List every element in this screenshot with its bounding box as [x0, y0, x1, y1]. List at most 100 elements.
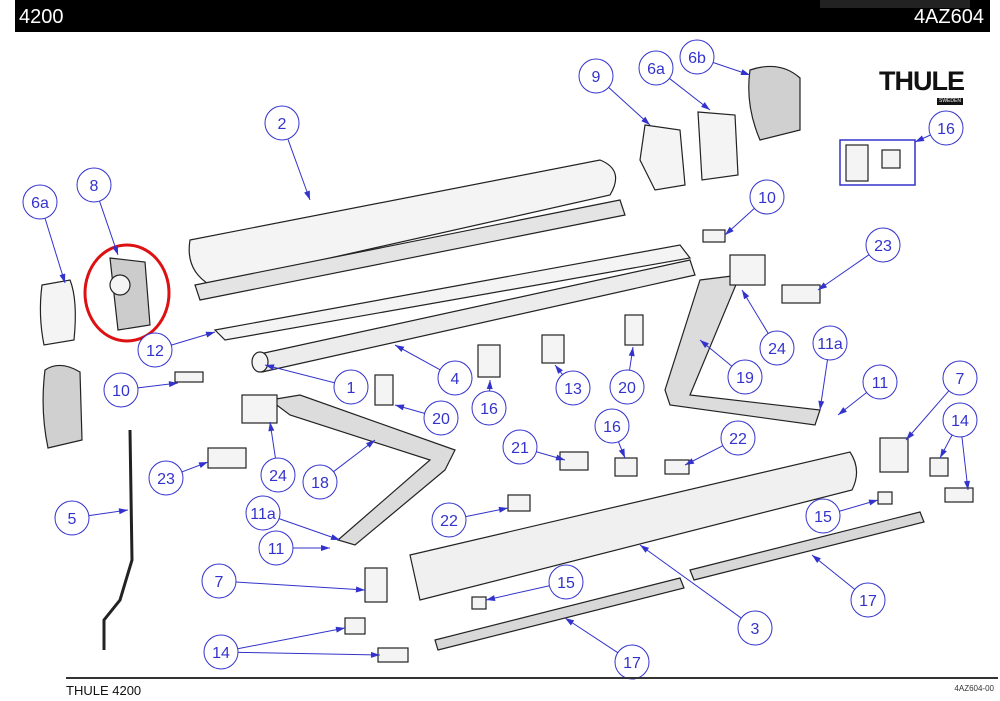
leader-line: [99, 200, 119, 256]
logo-text: THULE: [879, 66, 965, 96]
part-15-left: [471, 596, 487, 610]
callout-16: 16: [594, 408, 630, 459]
callout-label: 4: [451, 371, 460, 388]
part-end-cap-9: [639, 124, 686, 191]
callout-20: 20: [609, 346, 645, 405]
callout-circle: [759, 330, 795, 366]
callout-8: 8: [76, 167, 119, 256]
arrowhead: [906, 431, 915, 440]
callout-label: 19: [736, 370, 754, 387]
leader-line: [564, 617, 619, 654]
callout-23: 23: [148, 460, 209, 496]
callout-label: 11a: [817, 336, 843, 353]
arrowhead: [555, 454, 565, 461]
callout-1: 1: [264, 364, 369, 405]
callout-label: 16: [603, 419, 621, 436]
title-bar: 4200 4AZ604: [15, 0, 990, 32]
callout-22: 22: [684, 420, 756, 466]
callout-circle: [638, 50, 674, 86]
leader-line: [237, 627, 346, 650]
arrowhead: [265, 364, 275, 371]
callout-label: 10: [112, 383, 130, 400]
part-22-left: [507, 494, 531, 512]
arrowhead: [112, 245, 118, 255]
callout-label: 16: [480, 401, 498, 418]
callout-circle: [679, 39, 715, 75]
callout-circle: [594, 408, 630, 444]
part-16-inset-a: [845, 144, 869, 182]
callout-label: 18: [311, 475, 329, 492]
arrowhead: [395, 345, 405, 352]
callout-label: 22: [729, 431, 747, 448]
callout-label: 5: [68, 511, 77, 528]
callout-circle: [862, 364, 898, 400]
part-cassette-profile: [188, 159, 617, 286]
callout-7: 7: [905, 360, 978, 441]
callout-circle: [264, 105, 300, 141]
arrowhead: [641, 116, 650, 125]
callout-circle: [333, 369, 369, 405]
callout-11a: 11a: [245, 495, 341, 541]
callout-label: 23: [874, 238, 892, 255]
callout-circle: [614, 644, 650, 680]
part-front-bar: [409, 451, 858, 601]
callout-20: 20: [394, 400, 459, 436]
part-22-right: [664, 459, 690, 475]
callout-15: 15: [485, 564, 584, 601]
arrowhead: [486, 595, 496, 601]
arrowhead: [685, 458, 695, 465]
callout-circle: [260, 457, 296, 493]
callout-7: 7: [201, 563, 366, 599]
callout-18: 18: [302, 439, 376, 500]
part-14-left-b: [377, 647, 409, 663]
part-left-arm: [268, 394, 456, 546]
callout-6b: 6b: [679, 39, 751, 76]
callout-circle: [431, 502, 467, 538]
arrowhead: [812, 555, 821, 563]
arrowhead: [725, 226, 734, 235]
part-20-left: [374, 374, 394, 406]
arrowhead: [915, 135, 925, 142]
callout-9: 9: [578, 58, 651, 126]
callout-circle: [720, 420, 756, 456]
arrowhead: [168, 381, 178, 388]
part-16-mid: [614, 457, 638, 477]
part-24-left: [241, 394, 278, 424]
leader-line: [811, 554, 856, 590]
part-profile-lip: [194, 199, 626, 301]
callout-label: 24: [768, 341, 786, 358]
leader-line: [44, 218, 66, 284]
arrowhead: [555, 365, 563, 374]
callout-circle: [201, 563, 237, 599]
callout-circle: [548, 564, 584, 600]
part-14-right-b: [944, 487, 974, 503]
part-10-right: [702, 229, 726, 243]
thule-logo: THULE SWEDEN: [879, 66, 979, 110]
callout-6a: 6a: [22, 184, 66, 284]
callout-label: 6a: [31, 195, 49, 212]
footer-divider: [66, 677, 998, 679]
arrowhead: [818, 282, 828, 290]
callout-circle: [812, 325, 848, 361]
callout-circle: [76, 167, 112, 203]
arrowhead: [118, 508, 128, 515]
callout-circle: [555, 370, 591, 406]
callout-4: 4: [394, 344, 473, 396]
callout-17: 17: [564, 617, 650, 680]
arrowhead: [498, 506, 508, 513]
callout-22: 22: [431, 502, 509, 538]
callout-circle: [245, 495, 281, 531]
callout-circle: [54, 500, 90, 536]
part-23-right: [781, 284, 821, 304]
part-24-right: [729, 254, 766, 286]
part-end-cap-6a-left: [39, 279, 76, 346]
callout-11: 11: [258, 530, 330, 566]
arrowhead: [321, 545, 330, 551]
callout-circle: [737, 610, 773, 646]
callout-circle: [928, 110, 964, 146]
part-left-leg: [434, 577, 685, 651]
part-right-leg: [689, 511, 925, 581]
callout-circle: [942, 360, 978, 396]
callout-circle: [749, 179, 785, 215]
part-end-cap-6b-right: [748, 65, 801, 141]
